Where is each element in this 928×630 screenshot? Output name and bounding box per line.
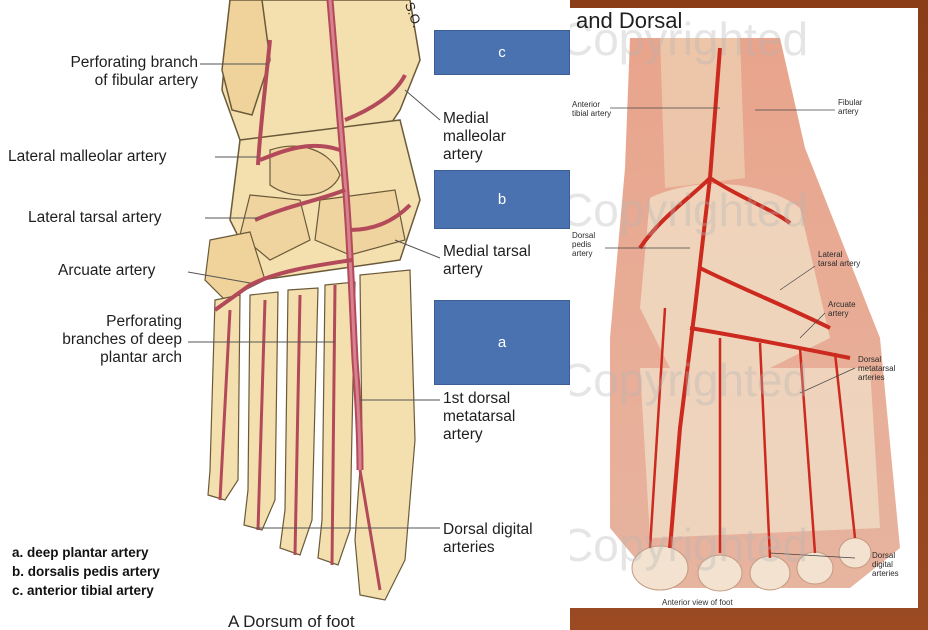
watermark-bottom: Copyrighted — [570, 519, 809, 571]
right-diagram-panel: Copyrighted Copyrighted Copyrighted Copy… — [570, 0, 928, 630]
panel-title: and Dorsal — [576, 8, 683, 33]
anterior-foot-view: Copyrighted Copyrighted Copyrighted Copy… — [570, 8, 918, 608]
dorsum-foot-illustration — [187, 0, 441, 601]
legend-item-a: a. deep plantar artery — [12, 545, 149, 560]
label-lateral-tarsal-artery: Lateral tarsal artery — [28, 209, 162, 226]
label-medial-tarsal-artery: Medial tarsal artery — [443, 243, 531, 278]
label-fibular-artery: Fibular artery — [838, 98, 863, 116]
label-first-dorsal-metatarsal-artery: 1st dorsal metatarsal artery — [443, 390, 516, 443]
legend-item-b: b. dorsalis pedis artery — [12, 564, 160, 579]
label-dorsal-digital-arteries: Dorsal digital arteries — [443, 521, 533, 556]
label-arcuate-artery: Arcuate artery — [58, 262, 156, 279]
watermark-top: Copyrighted — [570, 13, 809, 65]
answer-box-b: b — [434, 170, 570, 229]
label-anterior-tibial-artery: Anterior tibial artery — [572, 100, 612, 118]
answer-box-c: c — [434, 30, 570, 75]
answer-legend: a. deep plantar artery b. dorsalis pedis… — [12, 543, 160, 600]
answer-box-a: a — [434, 300, 570, 385]
left-diagram-panel: Perforating branch of fibular artery Lat… — [0, 0, 570, 630]
label-medial-malleolar-artery: Medial malleolar artery — [443, 110, 506, 163]
label-dorsal-digital-arteries-right: Dorsal digital arteries — [872, 551, 899, 578]
label-dorsal-metatarsal-arteries: Dorsal metatarsal arteries — [858, 355, 896, 382]
label-lateral-malleolar-artery: Lateral malleolar artery — [8, 148, 167, 165]
label-arcuate-artery-right: Arcuate artery — [828, 300, 856, 318]
label-lateral-tarsal-artery-right: Lateral tarsal artery — [818, 250, 861, 268]
legend-item-c: c. anterior tibial artery — [12, 583, 154, 598]
watermark-lower: Copyrighted — [570, 354, 809, 406]
label-perforating-branch-fibular: Perforating branch of fibular artery — [70, 54, 198, 89]
label-dorsalis-pedis-artery: Dorsal pedis artery — [572, 231, 596, 258]
bottom-caption: A Dorsum of foot — [228, 612, 355, 630]
label-perforating-branches-deep-plantar-arch: Perforating branches of deep plantar arc… — [62, 313, 182, 366]
watermark-middle: Copyrighted — [570, 184, 809, 236]
right-caption: Anterior view of foot — [662, 598, 733, 607]
anterior-foot-illustration — [605, 38, 900, 592]
